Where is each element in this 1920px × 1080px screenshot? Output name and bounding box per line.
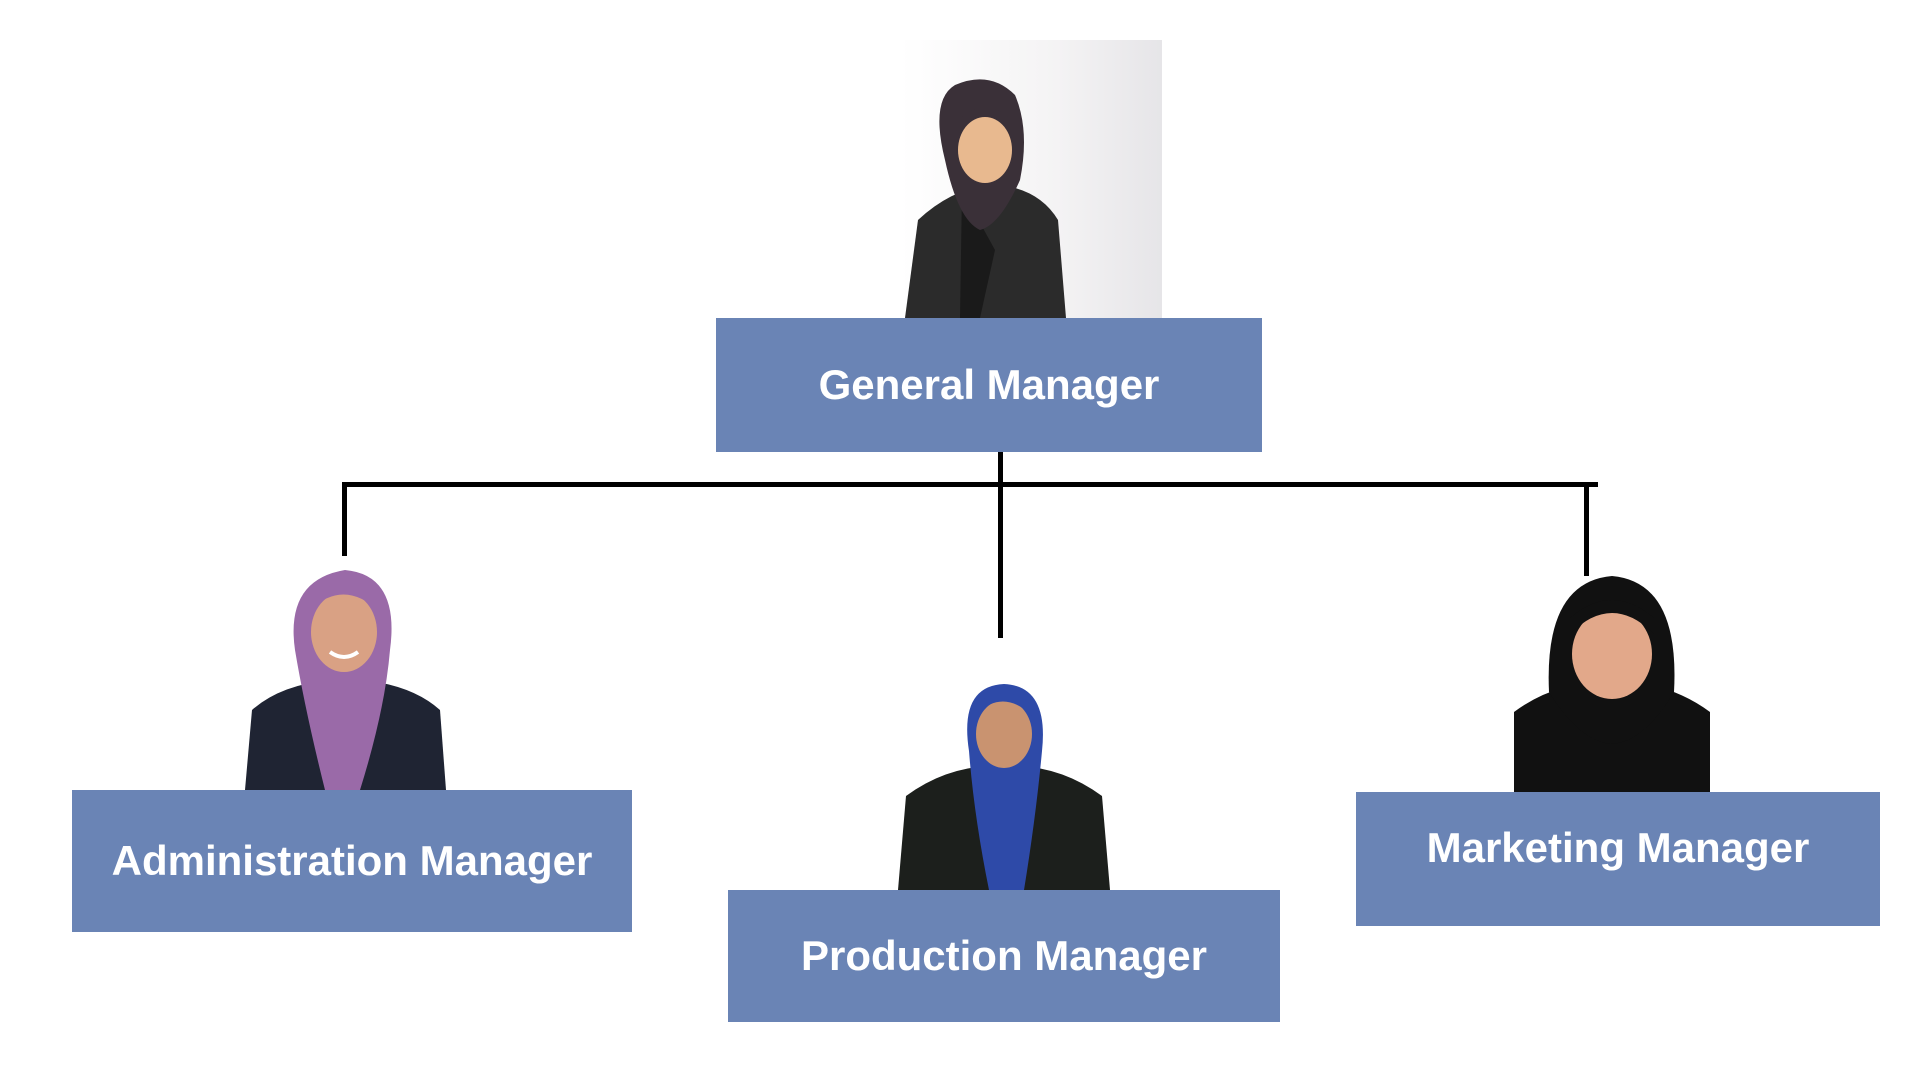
marketing-manager-portrait	[1514, 572, 1710, 792]
connector-production	[998, 482, 1003, 638]
person-photo-icon	[1514, 576, 1710, 792]
marketing-manager-box: Marketing Manager	[1356, 792, 1880, 926]
administration-manager-portrait	[240, 560, 452, 790]
person-photo-icon	[898, 684, 1110, 890]
connector-administration	[342, 482, 347, 556]
administration-manager-label: Administration Manager	[111, 837, 593, 884]
production-manager-portrait	[894, 676, 1114, 890]
production-manager-box: Production Manager	[728, 890, 1280, 1022]
general-manager-label: General Manager	[818, 361, 1160, 408]
production-manager-label: Production Manager	[800, 932, 1208, 979]
connector-trunk	[998, 452, 1003, 486]
administration-manager-box: Administration Manager	[72, 790, 632, 932]
connector-horizontal	[344, 482, 1598, 487]
marketing-manager-label: Marketing Manager	[1426, 824, 1810, 871]
person-photo-icon	[900, 40, 1162, 318]
general-manager-portrait	[900, 40, 1162, 318]
person-photo-icon	[245, 570, 446, 790]
connector-marketing	[1584, 482, 1589, 576]
general-manager-box: General Manager	[716, 318, 1262, 452]
